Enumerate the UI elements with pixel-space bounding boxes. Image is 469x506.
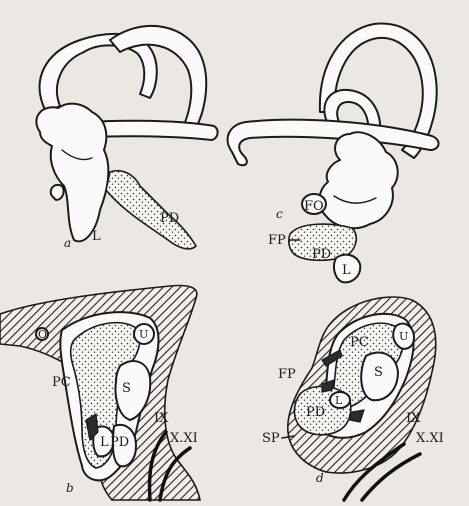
label-d-PC: PC (350, 335, 369, 350)
label-b-PC: PC (52, 375, 71, 390)
label-b-U: U (139, 328, 148, 341)
label-d-S: S (374, 365, 383, 380)
label-d-PD: PD (306, 405, 325, 420)
label-d-SP: SP (262, 431, 280, 446)
label-d-XXI: X.XI (416, 431, 444, 446)
vestibule-c (319, 132, 397, 228)
label-d-FP: FP (278, 367, 296, 382)
label-d-IX: IX (406, 411, 421, 426)
pd-duct-a (106, 171, 196, 249)
label-b-panel: b (66, 481, 74, 495)
label-a-L: L (92, 229, 101, 244)
label-d-L: L (335, 394, 343, 407)
label-a-PD: PD (160, 211, 179, 226)
label-b-L: L (100, 435, 109, 450)
label-d-panel: d (316, 471, 324, 485)
label-c-FO: FO (304, 199, 324, 214)
panel-c: FO FP PD L c (228, 24, 439, 283)
label-b-PD: PD (110, 435, 129, 450)
label-b-S: S (122, 381, 131, 396)
label-c-L: L (342, 263, 351, 278)
panel-b: PC S U O L PD IX X.XI b (0, 286, 200, 501)
panel-a: L PD a (36, 26, 217, 250)
label-d-U: U (399, 330, 408, 343)
label-a-panel: a (64, 236, 71, 250)
vestibule-a (36, 104, 108, 242)
label-b-O: O (38, 328, 47, 341)
panel-d: PC U S FP L PD SP IX X.XI d (262, 297, 444, 500)
canal-horizontal-c (228, 120, 439, 166)
label-c-PD: PD (312, 247, 331, 262)
ampulla-a (51, 185, 64, 200)
label-c-FP: FP (268, 233, 286, 248)
label-b-XXI: X.XI (170, 431, 198, 446)
label-b-IX: IX (154, 411, 169, 426)
label-c-panel: c (276, 207, 283, 221)
